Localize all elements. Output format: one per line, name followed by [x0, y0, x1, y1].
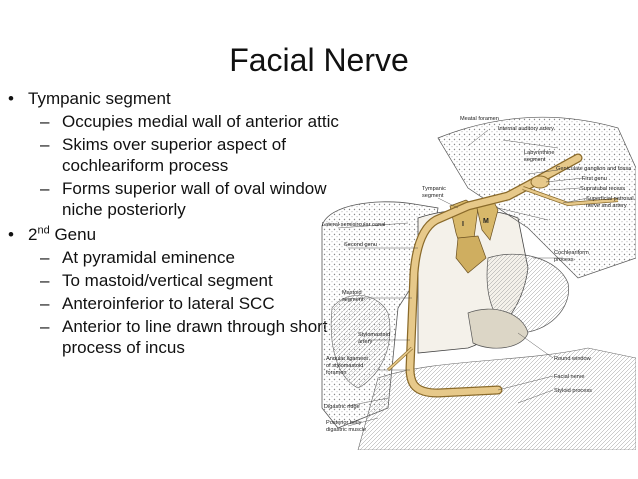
- sub-bullet-text: Skims over superior aspect of cochlearif…: [62, 135, 286, 175]
- label-annular-1: Annular ligament: [326, 356, 368, 362]
- bullet-dot-icon: •: [8, 89, 14, 108]
- bullet-list: • Tympanic segment – Occupies medial wal…: [6, 84, 346, 358]
- malleus-letter: M: [483, 218, 489, 225]
- dash-icon: –: [40, 179, 50, 198]
- sub-bullet-text: To mastoid/vertical segment: [62, 271, 273, 290]
- label-superficial-petrosal-1: Superficial petrosal: [586, 196, 634, 202]
- petrous-ridge: [437, 116, 636, 279]
- mastoid-cells: [330, 294, 391, 389]
- label-meatal-foramen: Meatal foramen: [460, 116, 499, 122]
- dash-icon: –: [40, 248, 50, 267]
- geniculate-ganglion: [530, 175, 550, 189]
- anatomy-drawing: I M Meatal foramen Internal auditory art…: [321, 116, 636, 450]
- bullet-text-number: 2: [28, 225, 38, 244]
- label-posterior-belly-2: digastric muscle: [326, 427, 366, 433]
- inferior-bone: [357, 347, 636, 450]
- dash-icon: –: [40, 294, 50, 313]
- label-stylomastoid-2: artery: [358, 339, 373, 345]
- bullet-text: Tympanic segment: [28, 89, 171, 108]
- label-internal-auditory-artery: Internal auditory artery: [498, 126, 554, 132]
- bullet-text-rest: Genu: [49, 225, 97, 244]
- bullet-second-genu: • 2nd Genu: [6, 224, 346, 245]
- label-superficial-petrosal-2: nerve and artery: [586, 203, 627, 209]
- label-annular-2: of stylomastoid: [326, 363, 363, 369]
- label-lateral-scc: Lateral semicircular canal: [322, 222, 385, 228]
- label-posterior-belly-1: Posterior belly: [326, 420, 362, 426]
- sub-bullet-text: Forms superior wall of oval window niche…: [62, 179, 327, 219]
- label-first-genu: First genu: [582, 176, 607, 182]
- dash-icon: –: [40, 317, 50, 336]
- label-styloid-process: Styloid process: [554, 388, 592, 394]
- facial-nerve-anatomy-illustration: I M Meatal foramen Internal auditory art…: [318, 108, 636, 450]
- label-digastric-ridge: Digastric ridge: [324, 404, 360, 410]
- sub-bullet: – Anteroinferior to lateral SCC: [6, 293, 346, 314]
- sub-bullet: – Forms superior wall of oval window nic…: [6, 178, 346, 220]
- bullet-text-superscript: nd: [37, 224, 50, 237]
- slide-title: Facial Nerve: [229, 42, 409, 78]
- label-supratubal-recess: Supratubal recess: [580, 186, 625, 192]
- label-mastoid-1: Mastoid: [342, 290, 362, 296]
- label-round-window: Round window: [554, 356, 592, 362]
- label-labyrinthine-1: Labyrinthine: [524, 150, 554, 156]
- label-stylomastoid-1: Stylomastoid: [358, 332, 390, 338]
- stapes-shape: [455, 235, 487, 274]
- label-cochleariform-2: process: [554, 257, 574, 263]
- label-labyrinthine-2: segment: [524, 157, 546, 163]
- dash-icon: –: [40, 271, 50, 290]
- dash-icon: –: [40, 135, 50, 154]
- sub-bullet: – Skims over superior aspect of cochlear…: [6, 134, 346, 176]
- label-mastoid-2: segment: [342, 297, 364, 303]
- round-window-area: [467, 308, 529, 349]
- label-tympanic-2: segment: [422, 193, 444, 199]
- label-facial-nerve: Facial nerve: [554, 374, 584, 380]
- dash-icon: –: [40, 112, 50, 131]
- sub-bullet-text: Anterior to line drawn through short pro…: [62, 317, 328, 357]
- label-tympanic-1: Tympanic: [422, 186, 446, 192]
- incus-letter: I: [462, 221, 464, 228]
- label-geniculate: Geniculate ganglion and fossa: [556, 166, 632, 172]
- sub-bullet-text: Anteroinferior to lateral SCC: [62, 294, 275, 313]
- sub-bullet: – Occupies medial wall of anterior attic: [6, 111, 346, 132]
- label-annular-3: foramen: [326, 370, 347, 376]
- bullet-tympanic-segment: • Tympanic segment: [6, 88, 346, 109]
- sub-bullet-text: At pyramidal eminence: [62, 248, 235, 267]
- sub-bullet: – Anterior to line drawn through short p…: [6, 316, 346, 358]
- bullet-dot-icon: •: [8, 225, 14, 244]
- sub-bullet-text: Occupies medial wall of anterior attic: [62, 112, 339, 131]
- sub-bullet: – At pyramidal eminence: [6, 247, 346, 268]
- leader-lines: [337, 129, 589, 427]
- label-cochleariform-1: Cochleariform: [554, 250, 589, 256]
- label-second-genu: Second genu: [344, 242, 377, 248]
- sub-bullet: – To mastoid/vertical segment: [6, 270, 346, 291]
